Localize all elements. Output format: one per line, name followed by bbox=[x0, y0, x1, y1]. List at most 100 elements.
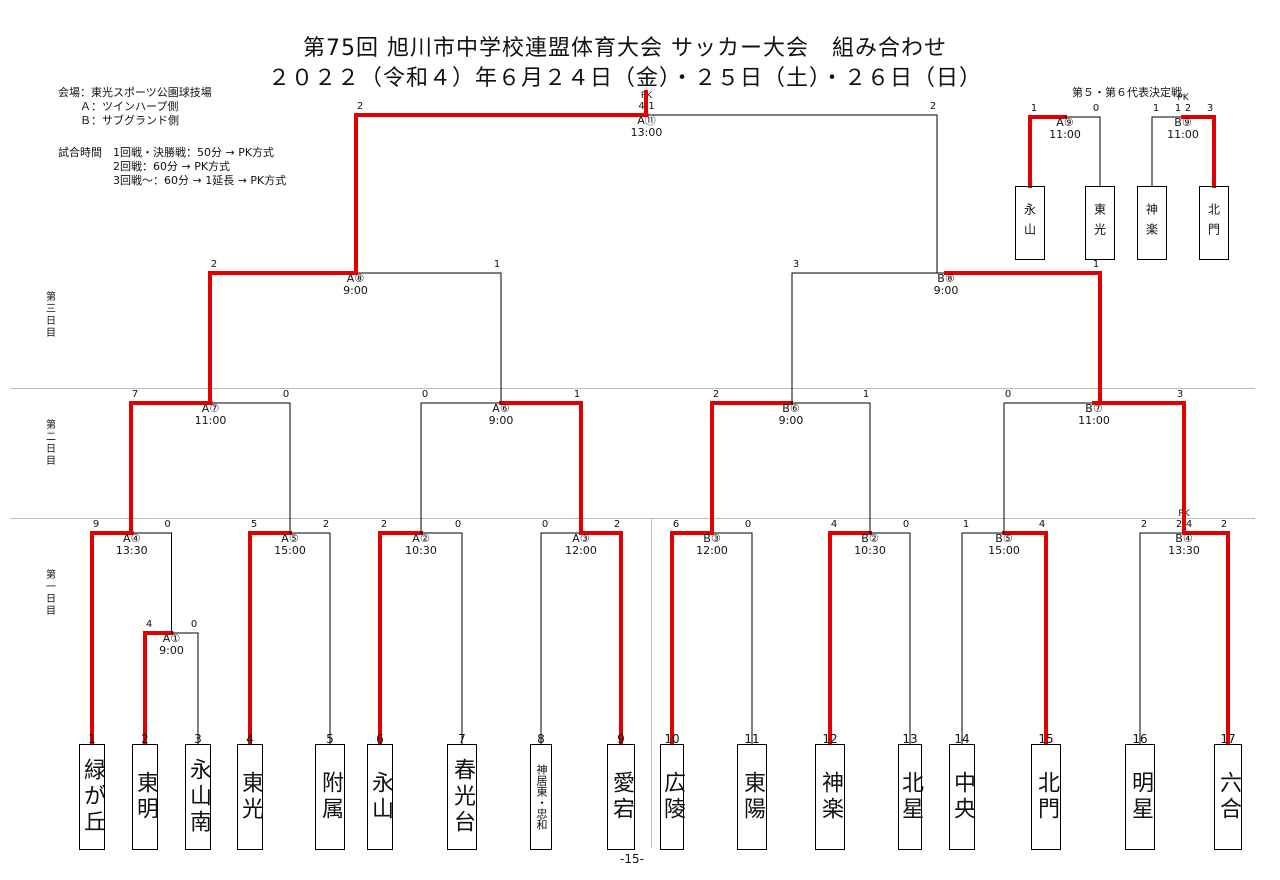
match-time: 9:00 bbox=[343, 284, 368, 297]
match-id: B③ bbox=[703, 532, 721, 545]
score-right: 0 bbox=[903, 519, 909, 530]
team-box: 中央 bbox=[949, 744, 975, 850]
score-right: 0 bbox=[191, 619, 197, 630]
team-box: 東陽 bbox=[737, 744, 767, 850]
match-time: 13:30 bbox=[116, 544, 148, 557]
team-seed-number: 17 bbox=[1220, 732, 1236, 746]
pk-score-right: 2 bbox=[1185, 103, 1191, 114]
team-seed-number: 7 bbox=[458, 732, 466, 746]
placement-team-box: 東光 bbox=[1085, 186, 1115, 260]
team-box: 広陵 bbox=[660, 744, 685, 850]
score-left: 2 bbox=[357, 101, 363, 112]
score-left: 1 bbox=[1153, 103, 1159, 114]
team-seed-number: 8 bbox=[537, 732, 545, 746]
team-box: 附属 bbox=[315, 744, 345, 850]
event-dates: ２０２２（令和４）年６月２４日（金）・２５日（土）・２６日（日） bbox=[267, 66, 982, 91]
match-id: A⑧ bbox=[347, 272, 365, 285]
team-seed-number: 6 bbox=[376, 732, 384, 746]
match-time: 15:00 bbox=[988, 544, 1020, 557]
match-id: B⑦ bbox=[1085, 402, 1103, 415]
team-seed-number: 13 bbox=[902, 732, 918, 746]
match-id: B⑤ bbox=[995, 532, 1013, 545]
venue-info: 会場：東光スポーツ公園球技場 Ａ：ツインハープ側 Ｂ：サブグランド側 bbox=[58, 86, 212, 127]
team-seed-number: 4 bbox=[246, 732, 254, 746]
page-title: 第75回 旭川市中学校連盟体育大会 サッカー大会 組み合わせ bbox=[303, 36, 947, 61]
team-box: 愛宕 bbox=[607, 744, 635, 850]
team-box: 北門 bbox=[1031, 744, 1061, 850]
placement-team-box: 北門 bbox=[1199, 186, 1229, 260]
match-id: A⑥ bbox=[492, 402, 510, 415]
match-id: A④ bbox=[123, 532, 141, 545]
score-left: 2 bbox=[381, 519, 387, 530]
team-seed-number: 3 bbox=[194, 732, 202, 746]
match-time: 9:00 bbox=[159, 644, 184, 657]
match-id: A⑦ bbox=[202, 402, 220, 415]
score-left: 2 bbox=[211, 259, 217, 270]
score-right: 2 bbox=[614, 519, 620, 530]
score-left: 2 bbox=[713, 389, 719, 400]
match-time: 11:00 bbox=[195, 414, 227, 427]
match-id: B⑨ bbox=[1174, 116, 1192, 129]
match-id: A⑨ bbox=[1056, 116, 1074, 129]
score-left: 0 bbox=[422, 389, 428, 400]
match-id: A② bbox=[412, 532, 430, 545]
score-right: 0 bbox=[164, 519, 170, 530]
team-box: 神楽 bbox=[815, 744, 845, 850]
match-id: B⑧ bbox=[937, 272, 955, 285]
team-seed-number: 14 bbox=[954, 732, 970, 746]
pk-score-right: 4 bbox=[1186, 519, 1192, 530]
match-time-info: 試合時間 1回戦・決勝戦：50分 → PK方式 2回戦：60分 → PK方式 3… bbox=[58, 146, 287, 187]
score-left: 1 bbox=[963, 519, 969, 530]
match-time: 13:30 bbox=[1168, 544, 1200, 557]
score-left: 9 bbox=[93, 519, 99, 530]
page-number: -15- bbox=[620, 852, 644, 866]
team-box: 明星 bbox=[1125, 744, 1155, 850]
day-two-label: 第二日目 bbox=[46, 420, 56, 467]
score-right: 1 bbox=[494, 259, 500, 270]
match-time: 12:00 bbox=[565, 544, 597, 557]
pk-label: PK bbox=[1177, 93, 1189, 103]
score-right: 3 bbox=[1177, 389, 1183, 400]
team-seed-number: 2 bbox=[141, 732, 149, 746]
team-seed-number: 5 bbox=[326, 732, 334, 746]
score-right: 0 bbox=[455, 519, 461, 530]
placement-title: 第５・第６代表決定戦 bbox=[1072, 86, 1182, 99]
match-time: 10:30 bbox=[854, 544, 886, 557]
match-id: A① bbox=[163, 632, 181, 645]
score-left: 5 bbox=[251, 519, 257, 530]
score-right: 0 bbox=[283, 389, 289, 400]
pk-score-left: 2 bbox=[1176, 519, 1182, 530]
match-id: A⑪ bbox=[637, 114, 656, 127]
score-left: 7 bbox=[132, 389, 138, 400]
pk-score-left: 1 bbox=[1175, 103, 1181, 114]
score-left: 3 bbox=[793, 259, 799, 270]
team-seed-number: 12 bbox=[822, 732, 838, 746]
team-seed-number: 10 bbox=[664, 732, 680, 746]
team-box: 永山 bbox=[367, 744, 393, 850]
match-id: A⑤ bbox=[281, 532, 299, 545]
score-right: 0 bbox=[745, 519, 751, 530]
team-seed-number: 11 bbox=[744, 732, 760, 746]
placement-team-box: 神楽 bbox=[1137, 186, 1167, 260]
score-right: 2 bbox=[1221, 519, 1227, 530]
match-time: 11:00 bbox=[1049, 128, 1081, 141]
score-right: 2 bbox=[930, 101, 936, 112]
score-right: 1 bbox=[1093, 259, 1099, 270]
match-id: B② bbox=[861, 532, 879, 545]
match-time: 13:00 bbox=[631, 126, 663, 139]
score-left: 6 bbox=[673, 519, 679, 530]
day-three-label: 第三日目 bbox=[46, 292, 56, 339]
team-box: 東明 bbox=[132, 744, 158, 850]
match-time: 10:30 bbox=[405, 544, 437, 557]
team-box: 六合 bbox=[1214, 744, 1242, 850]
score-left: 4 bbox=[146, 619, 152, 630]
team-seed-number: 16 bbox=[1132, 732, 1148, 746]
team-box: 永山南 bbox=[185, 744, 211, 850]
team-seed-number: 9 bbox=[617, 732, 625, 746]
match-time: 12:00 bbox=[696, 544, 728, 557]
score-right: 1 bbox=[574, 389, 580, 400]
block-divider bbox=[651, 518, 652, 848]
day-one-label: 第一日目 bbox=[46, 570, 56, 617]
match-id: B⑥ bbox=[782, 402, 800, 415]
match-time: 11:00 bbox=[1078, 414, 1110, 427]
